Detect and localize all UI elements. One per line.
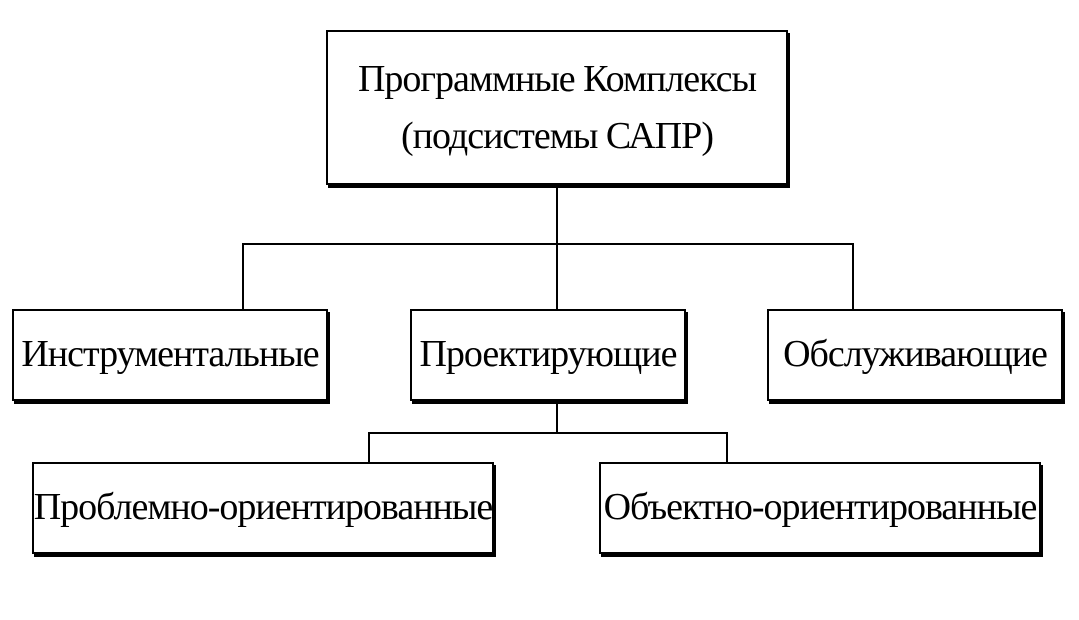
- node-designing-label: Проектирующие: [419, 333, 677, 376]
- connector-level1-bus: [242, 243, 854, 245]
- connector-root-trunk: [556, 185, 558, 244]
- connector-to-problem-oriented: [368, 432, 370, 462]
- node-instrumental-label: Инструментальные: [21, 333, 319, 376]
- root-node-software-complexes: Программные Комплексы (подсистемы САПР): [326, 30, 788, 185]
- root-node-title: Программные Комплексы: [357, 57, 757, 100]
- connector-designing-trunk: [556, 401, 558, 434]
- node-designing: Проектирующие: [410, 309, 686, 401]
- node-instrumental: Инструментальные: [12, 309, 328, 401]
- node-object-oriented: Объектно-ориентированные: [599, 462, 1041, 554]
- root-node-subtitle: (подсистемы САПР): [401, 114, 714, 157]
- node-servicing: Обслуживающие: [767, 309, 1063, 401]
- root-node-label: Программные Комплексы (подсистемы САПР): [357, 51, 757, 165]
- node-problem-oriented-label: Проблемно-ориентированные: [33, 486, 494, 529]
- node-servicing-label: Обслуживающие: [783, 333, 1048, 376]
- connector-to-object-oriented: [726, 432, 728, 462]
- connector-to-designing: [556, 243, 558, 309]
- connector-to-servicing: [852, 243, 854, 309]
- node-problem-oriented: Проблемно-ориентированные: [32, 462, 494, 554]
- node-object-oriented-label: Объектно-ориентированные: [603, 486, 1038, 529]
- connector-to-instrumental: [242, 243, 244, 309]
- connector-level2-bus: [368, 432, 728, 434]
